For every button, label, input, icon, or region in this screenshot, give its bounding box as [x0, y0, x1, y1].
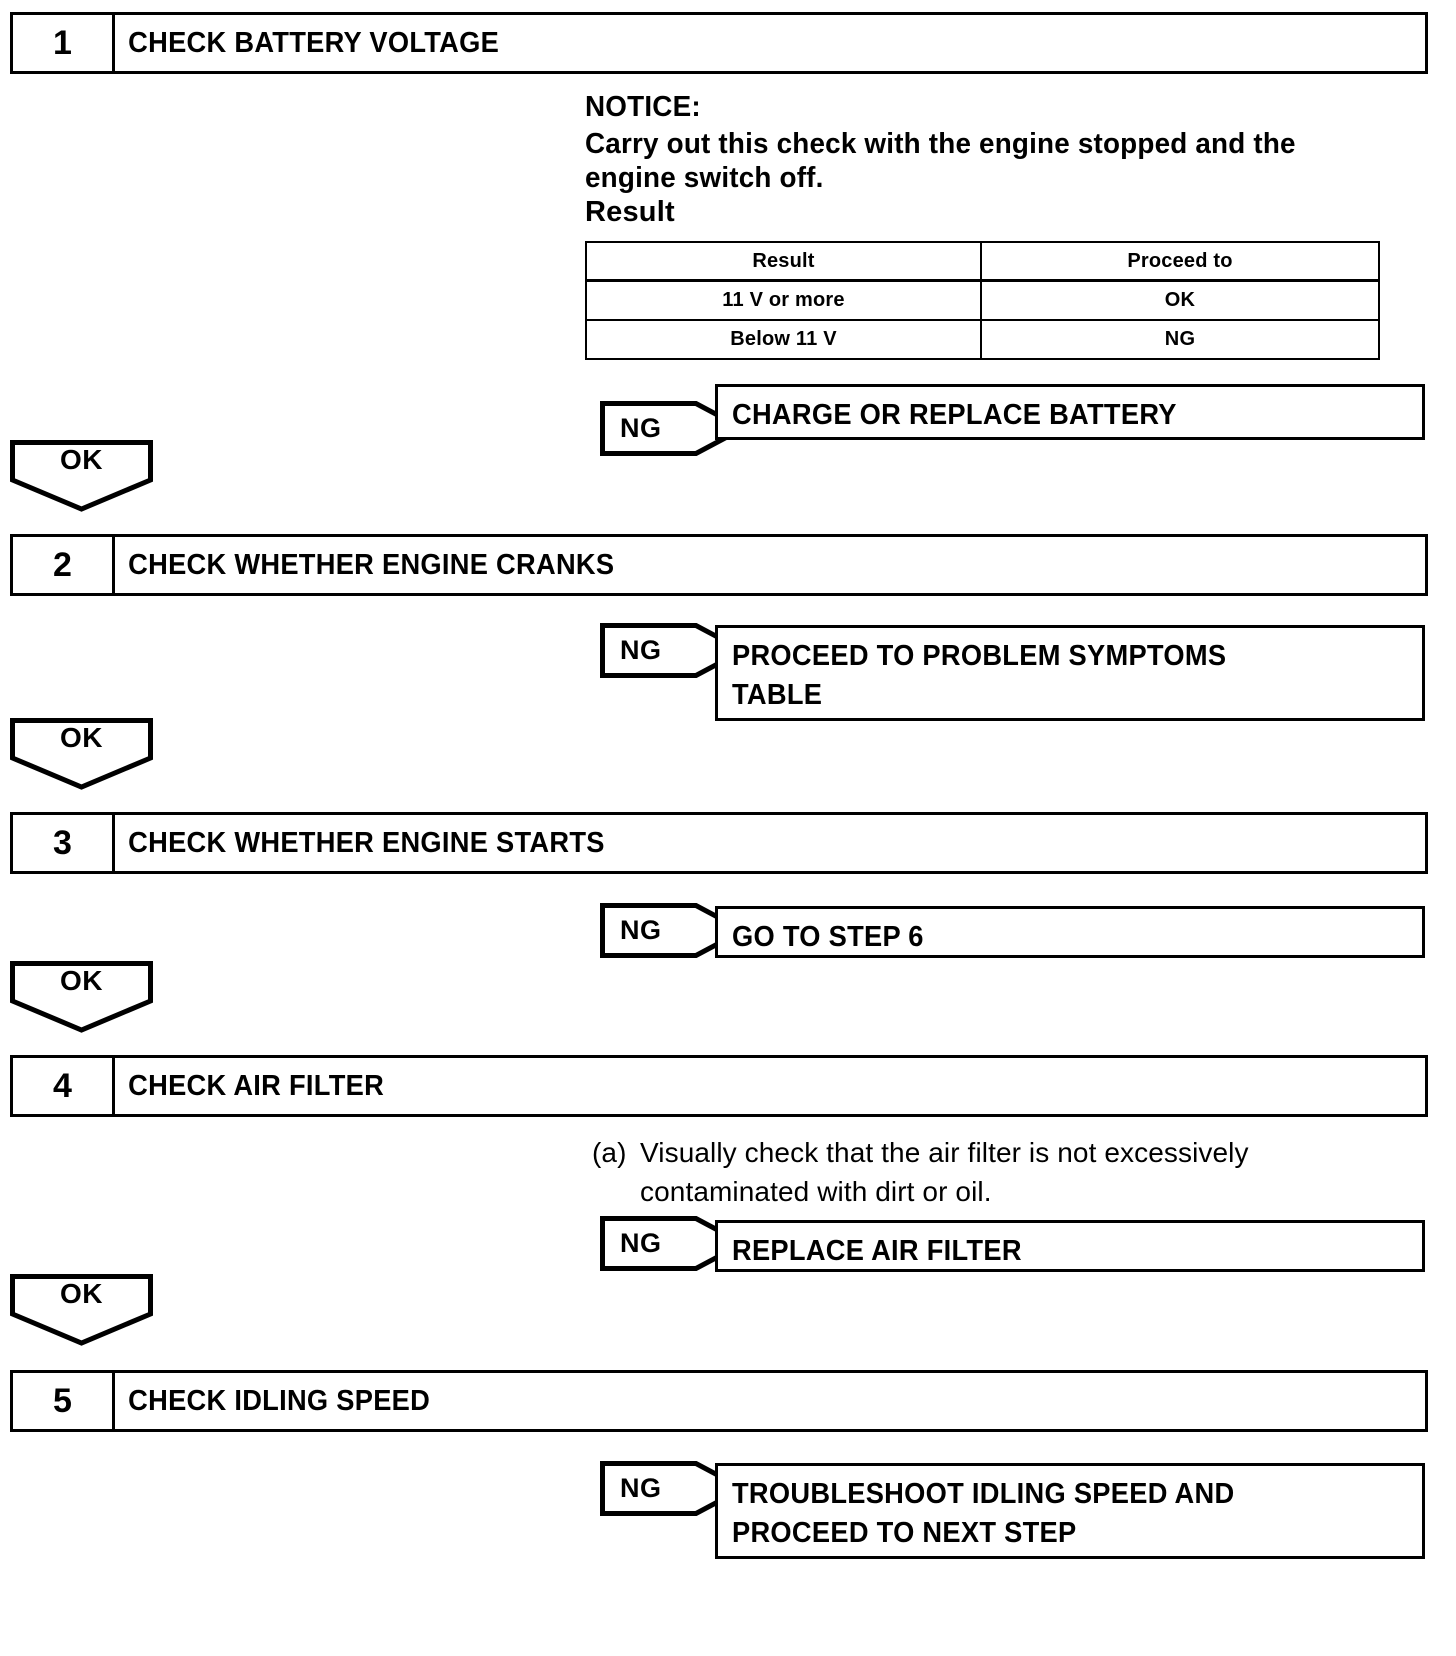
ok-pentagon-icon: [10, 440, 153, 512]
step-number-5: 5: [13, 1373, 115, 1429]
ng-action-text-3: GO TO STEP 6: [732, 921, 924, 953]
ok-tag-4: OK: [10, 1274, 153, 1346]
ng-action-box-5: TROUBLESHOOT IDLING SPEED AND PROCEED TO…: [715, 1463, 1425, 1559]
table-header-row: Result Proceed to: [585, 241, 1380, 282]
table-row: 11 V or more OK: [585, 279, 1380, 321]
notice-body-1: Carry out this check with the engine sto…: [585, 128, 1296, 194]
ng-tag-1: NG: [600, 401, 746, 456]
ng-action-box-2: PROCEED TO PROBLEM SYMPTOMS TABLE: [715, 625, 1425, 721]
ng-action-text-1: CHARGE OR REPLACE BATTERY: [732, 399, 1177, 431]
step-box-4: 4 CHECK AIR FILTER: [10, 1055, 1428, 1117]
ok-pentagon-icon: [10, 961, 153, 1033]
step-title-2: CHECK WHETHER ENGINE CRANKS: [128, 548, 615, 581]
ng-tag-label-5: NG: [620, 1473, 662, 1503]
table-cell-proceed-2: NG: [980, 319, 1380, 360]
step-number-2: 2: [13, 537, 115, 593]
ng-tag-4: NG: [600, 1216, 746, 1271]
ng-action-box-4: REPLACE AIR FILTER: [715, 1220, 1425, 1272]
step-box-1: 1 CHECK BATTERY VOLTAGE: [10, 12, 1428, 74]
ok-pentagon-icon: [10, 1274, 153, 1346]
step-title-4: CHECK AIR FILTER: [128, 1069, 385, 1102]
step-number-4: 4: [13, 1058, 115, 1114]
ok-tag-2: OK: [10, 718, 153, 790]
ng-action-text-4: REPLACE AIR FILTER: [732, 1235, 1022, 1267]
ng-action-text-5: TROUBLESHOOT IDLING SPEED AND PROCEED TO…: [732, 1478, 1235, 1549]
ng-action-text-2: PROCEED TO PROBLEM SYMPTOMS TABLE: [732, 640, 1227, 711]
step-box-5: 5 CHECK IDLING SPEED: [10, 1370, 1428, 1432]
ok-tag-1: OK: [10, 440, 153, 512]
step-title-3: CHECK WHETHER ENGINE STARTS: [128, 826, 605, 859]
result-table-1: Result Proceed to 11 V or more OK Below …: [585, 241, 1380, 360]
table-row: Below 11 V NG: [585, 319, 1380, 360]
table-header-result: Result: [585, 241, 982, 282]
procedure-item-4: (a) Visually check that the air filter i…: [592, 1133, 1382, 1211]
table-cell-proceed-1: OK: [980, 279, 1380, 321]
step-box-2: 2 CHECK WHETHER ENGINE CRANKS: [10, 534, 1428, 596]
ng-action-box-3: GO TO STEP 6: [715, 906, 1425, 958]
ok-tag-label-1: OK: [60, 444, 103, 475]
ng-tag-label-1: NG: [620, 413, 662, 443]
ng-pentagon-icon: [600, 401, 746, 456]
ok-pentagon-icon: [10, 718, 153, 790]
procedure-text-4: Visually check that the air filter is no…: [640, 1137, 1249, 1207]
ok-tag-label-4: OK: [60, 1278, 103, 1309]
step-number-3: 3: [13, 815, 115, 871]
table-cell-result-1: 11 V or more: [585, 279, 982, 321]
ng-tag-label-4: NG: [620, 1228, 662, 1258]
notice-heading-1: NOTICE:: [585, 91, 701, 123]
ok-tag-label-2: OK: [60, 722, 103, 753]
table-cell-result-2: Below 11 V: [585, 319, 982, 360]
ng-tag-label-2: NG: [620, 635, 662, 665]
result-word-1: Result: [585, 196, 675, 228]
step-title-5: CHECK IDLING SPEED: [128, 1384, 431, 1417]
ng-tag-2: NG: [600, 623, 746, 678]
ok-tag-label-3: OK: [60, 965, 103, 996]
ng-action-box-1: CHARGE OR REPLACE BATTERY: [715, 384, 1425, 440]
table-header-proceed: Proceed to: [980, 241, 1380, 282]
procedure-marker-4: (a): [592, 1137, 627, 1168]
step-number-1: 1: [13, 15, 115, 71]
ok-tag-3: OK: [10, 961, 153, 1033]
step-title-1: CHECK BATTERY VOLTAGE: [128, 26, 500, 59]
ng-tag-label-3: NG: [620, 915, 662, 945]
step-box-3: 3 CHECK WHETHER ENGINE STARTS: [10, 812, 1428, 874]
